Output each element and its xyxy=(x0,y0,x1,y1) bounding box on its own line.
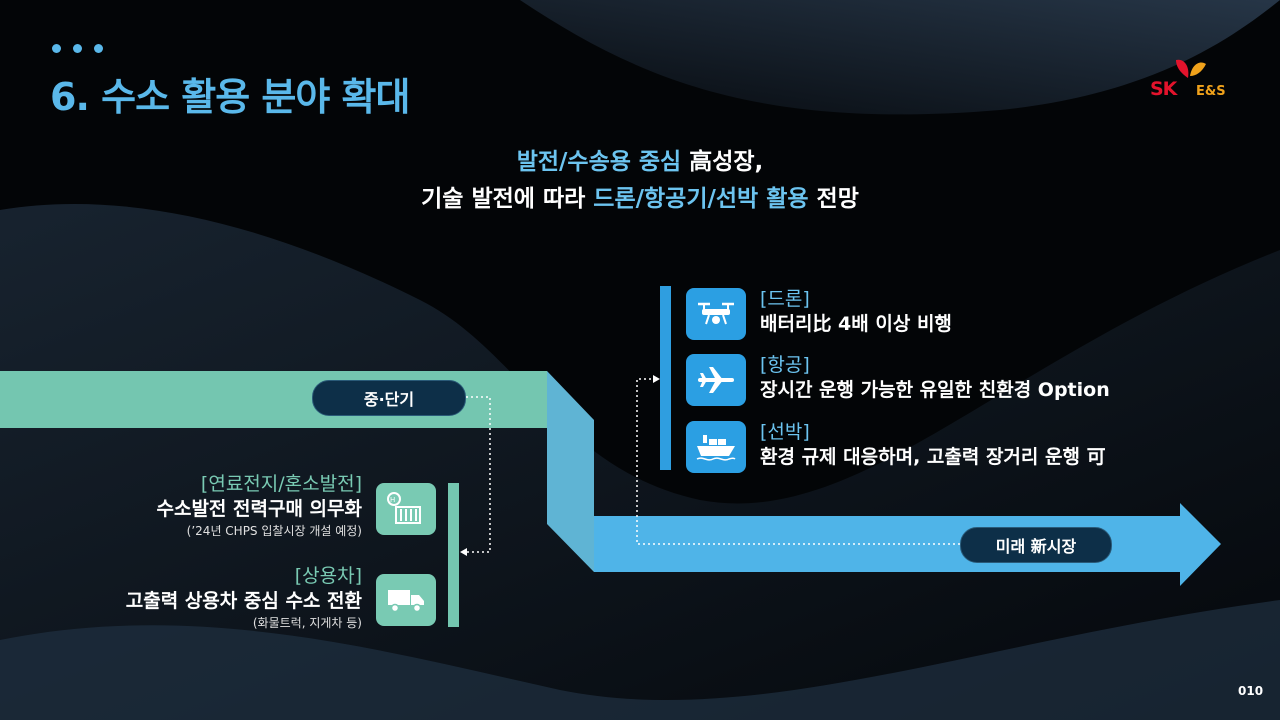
dotted-connector-left xyxy=(462,396,491,553)
decorative-dots xyxy=(52,44,103,53)
left-item-category: [상용차] xyxy=(294,565,362,587)
right-item-ship: [선박] 환경 규제 대응하며, 고출력 장거리 운행 可 xyxy=(760,420,1106,470)
arrowhead-left xyxy=(460,548,467,556)
left-item-main: 수소발전 전력구매 의무화 xyxy=(156,498,362,520)
left-item-note: (화물트럭, 지게차 등) xyxy=(252,616,362,630)
svg-text:H: H xyxy=(390,496,395,504)
left-item-main: 고출력 상용차 중심 수소 전환 xyxy=(125,590,362,612)
page-title: 6. 수소 활용 분야 확대 xyxy=(50,75,410,119)
right-item-main: 장시간 운행 가능한 유일한 친환경 Option xyxy=(760,379,1110,401)
right-group-bar xyxy=(660,286,671,470)
ship-icon xyxy=(686,421,746,473)
right-item-main: 환경 규제 대응하며, 고출력 장거리 운행 可 xyxy=(760,446,1106,468)
left-item-fuel-cell: [연료전지/혼소발전] 수소발전 전력구매 의무화 (’24년 CHPS 입찰시… xyxy=(156,472,362,540)
headline: 발전/수송용 중심 高성장, 기술 발전에 따라 드론/항공기/선박 활용 전망 xyxy=(0,144,1280,218)
arrowhead-right xyxy=(653,375,660,383)
power-plant-icon: H xyxy=(376,483,436,535)
right-item-aviation: [항공] 장시간 운행 가능한 유일한 친환경 Option xyxy=(760,353,1110,403)
right-item-category: [드론] xyxy=(760,288,810,310)
left-group-bar xyxy=(448,483,459,627)
diagonal-connector xyxy=(547,371,594,572)
logo-es-text: E&S xyxy=(1196,84,1226,99)
headline-line-1: 발전/수송용 중심 高성장, xyxy=(516,149,764,175)
future-market-label: 미래 新시장 xyxy=(960,527,1112,563)
sk-es-logo: SK E&S xyxy=(1150,56,1234,102)
airplane-icon xyxy=(686,354,746,406)
right-item-drone: [드론] 배터리比 4배 이상 비행 xyxy=(760,287,952,337)
blue-future-arrow xyxy=(594,503,1221,586)
drone-icon xyxy=(686,288,746,340)
right-item-category: [선박] xyxy=(760,421,810,443)
left-item-note: (’24년 CHPS 입찰시장 개설 예정) xyxy=(186,524,362,538)
page-number: 010 xyxy=(1238,684,1264,698)
butterfly-icon xyxy=(1176,59,1206,78)
short-term-label: 중·단기 xyxy=(312,380,466,416)
truck-icon xyxy=(376,574,436,626)
logo-sk-text: SK xyxy=(1150,78,1177,100)
right-item-category: [항공] xyxy=(760,354,810,376)
dotted-connector-right xyxy=(636,378,960,545)
headline-line-2: 기술 발전에 따라 드론/항공기/선박 활용 전망 xyxy=(421,186,859,212)
left-item-commercial-vehicle: [상용차] 고출력 상용차 중심 수소 전환 (화물트럭, 지게차 등) xyxy=(126,564,362,632)
left-item-category: [연료전지/혼소발전] xyxy=(200,473,362,495)
right-item-main: 배터리比 4배 이상 비행 xyxy=(760,313,952,335)
